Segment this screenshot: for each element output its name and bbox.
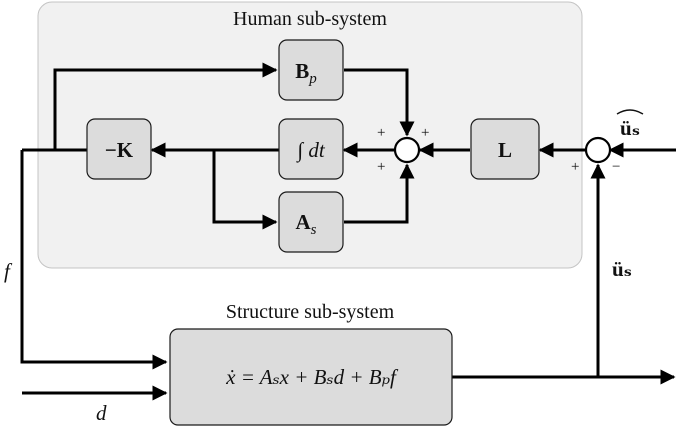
- svg-text:üₛ: üₛ: [620, 116, 640, 140]
- as-label: A: [295, 210, 311, 234]
- neg-k-block: −K: [86, 118, 152, 180]
- wire-bp-to-sum: [344, 68, 415, 137]
- integral-block: ∫ dt: [278, 118, 344, 180]
- bp-label: B: [295, 59, 309, 83]
- neg-k-label: −K: [105, 138, 134, 162]
- signal-us-ddot-label: üₛ: [612, 257, 632, 281]
- svg-text:Bp: Bp: [295, 59, 317, 87]
- structure-equation: ẋ = Aₛx + Bₛd + Bₚf: [225, 365, 399, 389]
- error-sign-right: −: [612, 159, 620, 175]
- structure-block: ẋ = Aₛx + Bₛd + Bₚf: [169, 328, 453, 426]
- error-sign-left: +: [571, 159, 579, 175]
- sum-sign-top-left: +: [377, 125, 385, 141]
- signal-f-label: f: [4, 259, 13, 283]
- wire-f-to-bp: [53, 62, 278, 150]
- l-block: L: [470, 118, 540, 180]
- structure-subsystem-title: Structure sub-system: [226, 301, 395, 323]
- state-summing-junction: [393, 136, 421, 164]
- wire-state-to-as: [212, 150, 278, 230]
- wire-f-to-structure: [20, 150, 168, 370]
- signal-us-ref-label: üₛ: [616, 109, 644, 140]
- signal-d-label: d: [96, 401, 107, 425]
- integral-label: ∫ dt: [295, 138, 326, 163]
- bp-subscript: p: [308, 71, 317, 87]
- as-block: As: [278, 191, 344, 253]
- human-subsystem-title: Human sub-system: [233, 8, 387, 30]
- as-subscript: s: [311, 222, 317, 238]
- svg-text:As: As: [295, 210, 316, 238]
- wire-as-to-sum: [344, 163, 415, 224]
- l-label: L: [498, 138, 512, 162]
- sum-sign-bottom-left: +: [377, 159, 385, 175]
- sum-sign-top-right: +: [421, 125, 429, 141]
- error-summing-junction: [584, 136, 612, 164]
- bp-block: Bp: [278, 39, 344, 101]
